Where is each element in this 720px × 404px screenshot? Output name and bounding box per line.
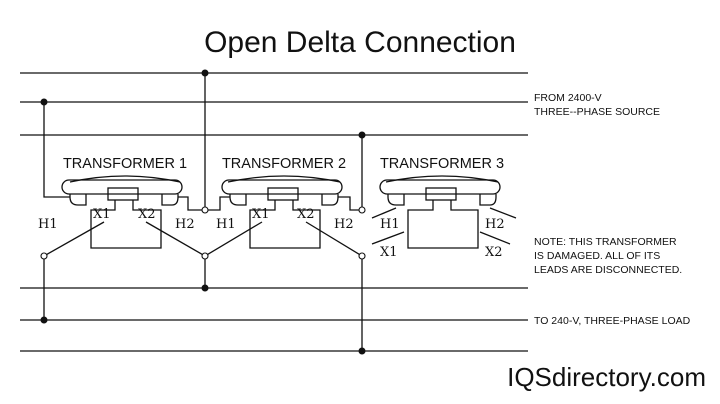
t2-h2-lead [338, 135, 363, 211]
secondary-connections [40, 221, 366, 355]
transformer-3-x2-stub [479, 231, 511, 245]
primary-connections [40, 69, 366, 214]
transformer-2-h2-coil [321, 194, 339, 206]
transformer-3-core [379, 179, 501, 195]
transformer-2: TRANSFORMER 2 H1 H2 X1 X2 [216, 156, 354, 249]
transformer-3-h2-stub [489, 207, 517, 219]
transformer-3-h1-stub [371, 207, 397, 219]
t2-h1-junction [201, 69, 209, 77]
t2-h2-terminal [358, 206, 366, 214]
transformer-1-h1-terminal-label: H1 [38, 217, 58, 232]
t2-h2-junction [358, 131, 366, 139]
line-a-junction [201, 284, 209, 292]
transformer-1-core [61, 179, 183, 195]
transformer-2-x1-terminal-label: X1 [252, 207, 270, 222]
t1-h2-lead [178, 196, 205, 211]
transformer-1-h2-coil [161, 194, 179, 206]
t2-x2-terminal [358, 252, 366, 260]
transformer-1-arc [69, 175, 181, 183]
transformer-3-h1-terminal-label: H1 [380, 217, 400, 232]
transformer-2-secondary-loop [249, 200, 321, 249]
t1-t2-x-terminal [201, 252, 209, 260]
t1-h1-junction [40, 98, 48, 106]
transformer-2-h2-terminal-label: H2 [334, 217, 354, 232]
note-line3: LEADS ARE DISCONNECTED. [534, 264, 682, 276]
line-c-junction [358, 347, 366, 355]
transformer-2-secondary-box [267, 187, 299, 201]
transformer-3-h2-coil [479, 194, 497, 206]
transformer-3-arc [385, 175, 499, 183]
transformer-2-arc [227, 175, 341, 183]
load-label: TO 240-V, THREE-PHASE LOAD [534, 315, 691, 327]
source-label-line1: FROM 2400-V [534, 92, 602, 104]
transformer-1-label: TRANSFORMER 1 [63, 156, 187, 172]
transformer-3-x2-terminal-label: X2 [485, 245, 503, 260]
transformer-1-h1-coil [69, 194, 87, 206]
transformer-3-label: TRANSFORMER 3 [380, 156, 504, 172]
transformer-3: TRANSFORMER 3 H1 H2 X1 X2 [371, 156, 517, 260]
transformer-3-h1-coil [387, 194, 405, 206]
transformer-1-secondary-loop [90, 200, 162, 249]
primary-bus [20, 72, 528, 136]
brand-watermark: IQSdirectory.com [507, 362, 706, 392]
transformer-2-h1-terminal-label: H1 [216, 217, 236, 232]
transformer-1-x2-terminal-label: X2 [138, 207, 156, 222]
line-b-junction [40, 316, 48, 324]
diagram-title: Open Delta Connection [204, 26, 516, 59]
transformer-3-secondary-box [425, 187, 457, 201]
transformer-3-secondary-loop [407, 200, 479, 249]
transformer-2-x2-terminal-label: X2 [297, 207, 315, 222]
note-line1: NOTE: THIS TRANSFORMER [534, 236, 677, 248]
t2-h1-lead [204, 73, 230, 211]
transformer-1-h2-terminal-label: H2 [175, 217, 195, 232]
t1-x1-terminal [40, 252, 48, 260]
secondary-bus [20, 287, 528, 352]
t1-x2-lead [145, 221, 206, 257]
t1-t2-terminal [201, 206, 209, 214]
transformer-2-h1-coil [229, 194, 247, 206]
transformer-1-x1-terminal-label: X1 [93, 207, 111, 222]
transformer-3-x1-terminal-label: X1 [380, 245, 398, 260]
t2-x1-lead [204, 221, 263, 257]
source-label-line2: THREE--PHASE SOURCE [534, 106, 660, 118]
t2-x2-lead [305, 221, 363, 257]
transformer-1-secondary-box [107, 187, 139, 201]
t1-h1-lead [43, 102, 70, 198]
transformer-2-label: TRANSFORMER 2 [222, 156, 346, 172]
transformer-2-core [221, 179, 343, 195]
t1-x1-lead [43, 221, 105, 257]
note-line2: IS DAMAGED. ALL OF ITS [534, 250, 660, 262]
transformer-3-x1-stub [371, 231, 405, 245]
transformer-1: TRANSFORMER 1 H1 H2 X1 X2 [38, 156, 195, 249]
transformer-3-h2-terminal-label: H2 [485, 217, 505, 232]
